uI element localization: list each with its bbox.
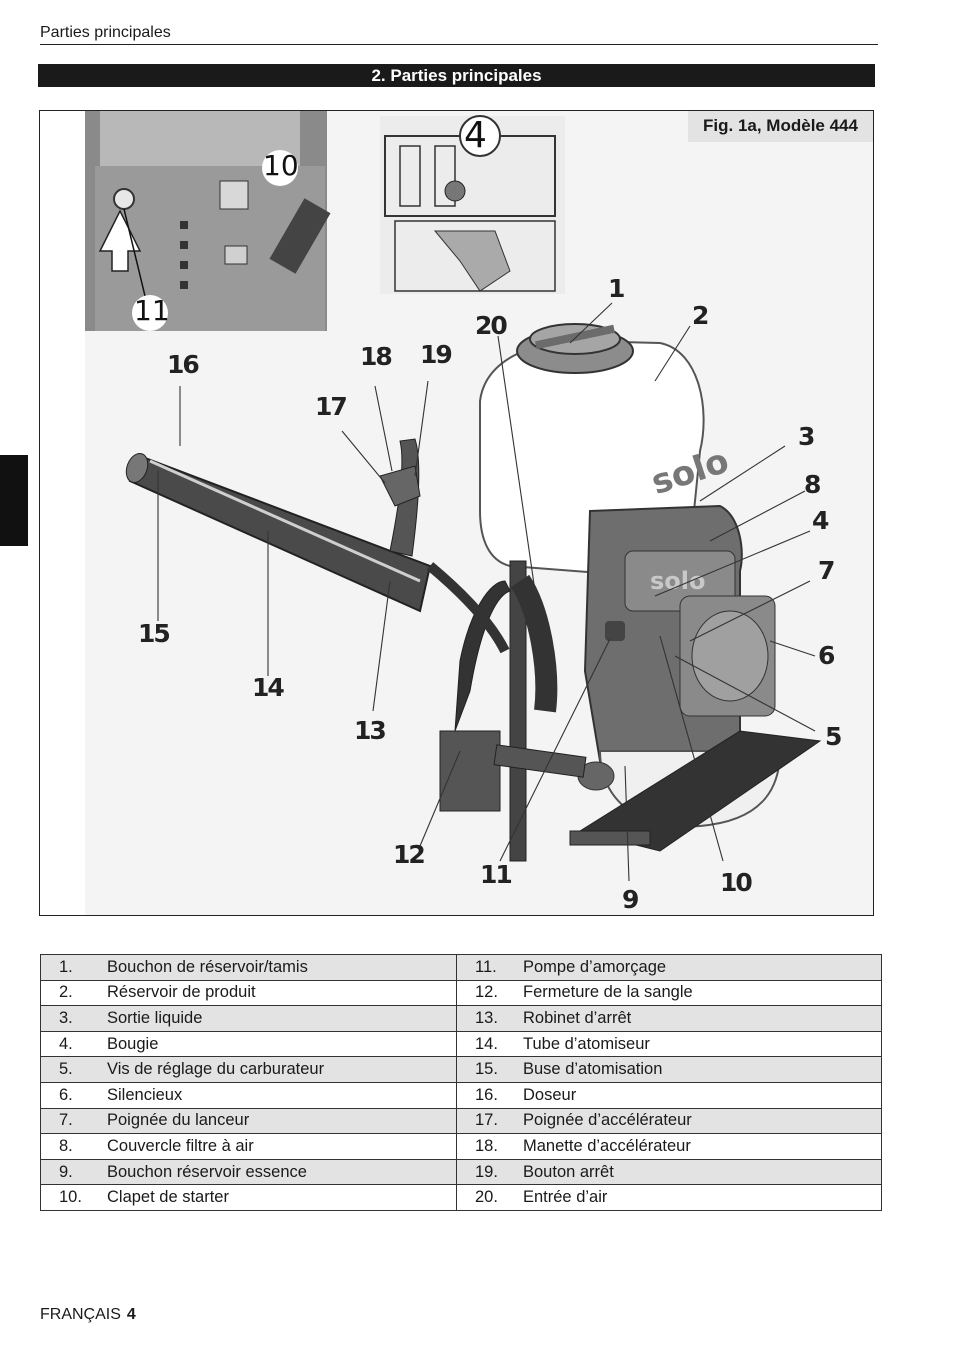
callout-5: 5 <box>825 722 842 751</box>
callout-7: 7 <box>818 556 835 585</box>
table-row: 7.Poignée du lanceur 17.Poignée d’accélé… <box>40 1107 882 1135</box>
callout-16: 16 <box>167 350 200 379</box>
table-row: 1.Bouchon de réservoir/tamis 11.Pompe d’… <box>40 954 882 981</box>
inset-photo-starter <box>85 111 331 331</box>
figure-caption: Fig. 1a, Modèle 444 <box>688 111 873 142</box>
table-row: 10.Clapet de starter 20.Entrée d’air <box>40 1184 882 1211</box>
page-number: 4 <box>126 1306 136 1323</box>
callout-14: 14 <box>252 673 285 702</box>
callout-9: 9 <box>622 885 639 914</box>
callout-10: 10 <box>720 868 753 897</box>
sprayer-illustration: solo solo <box>85 111 873 915</box>
callout-15: 15 <box>138 619 171 648</box>
callout-17: 17 <box>315 392 348 421</box>
inset-photo-spark-plug <box>380 115 565 294</box>
callout-6: 6 <box>818 641 835 670</box>
callout-11: 11 <box>480 860 513 889</box>
inset-label-4: 4 <box>464 115 487 156</box>
table-row: 9.Bouchon réservoir essence 19.Bouton ar… <box>40 1158 882 1186</box>
parts-table: 1.Bouchon de réservoir/tamis 11.Pompe d’… <box>40 954 882 1211</box>
svg-text:solo: solo <box>650 567 706 595</box>
callout-8: 8 <box>804 470 821 499</box>
inset-label-10: 10 <box>263 149 299 182</box>
table-row: 2.Réservoir de produit 12.Fermeture de l… <box>40 979 882 1007</box>
inset-label-11: 11 <box>134 294 170 327</box>
table-row: 5.Vis de réglage du carburateur 15.Buse … <box>40 1056 882 1083</box>
callout-1: 1 <box>608 274 625 303</box>
callout-4: 4 <box>812 506 829 535</box>
side-thumb-tab <box>0 455 28 546</box>
running-header: Parties principales <box>40 24 878 45</box>
figure-frame: solo solo <box>39 110 874 916</box>
callout-18: 18 <box>360 342 393 371</box>
leader-lines <box>157 302 816 882</box>
table-row: 4.Bougie 14.Tube d’atomiseur <box>40 1030 882 1058</box>
callout-20: 20 <box>475 311 508 340</box>
callout-13: 13 <box>354 716 387 745</box>
callout-2: 2 <box>692 301 709 330</box>
blower-tube-drawing <box>125 438 558 713</box>
table-row: 6.Silencieux 16.Doseur <box>40 1081 882 1109</box>
callout-12: 12 <box>393 840 426 869</box>
table-row: 8.Couvercle filtre à air 18.Manette d’ac… <box>40 1133 882 1160</box>
frame-drawing <box>439 560 822 862</box>
table-row: 3.Sortie liquide 13.Robinet d’arrêt <box>40 1005 882 1032</box>
section-title: 2. Parties principales <box>38 64 875 87</box>
footer-language: FRANÇAIS <box>40 1306 121 1323</box>
callout-3: 3 <box>798 422 815 451</box>
callout-19: 19 <box>420 340 453 369</box>
page-footer: FRANÇAIS 4 <box>40 1306 136 1324</box>
